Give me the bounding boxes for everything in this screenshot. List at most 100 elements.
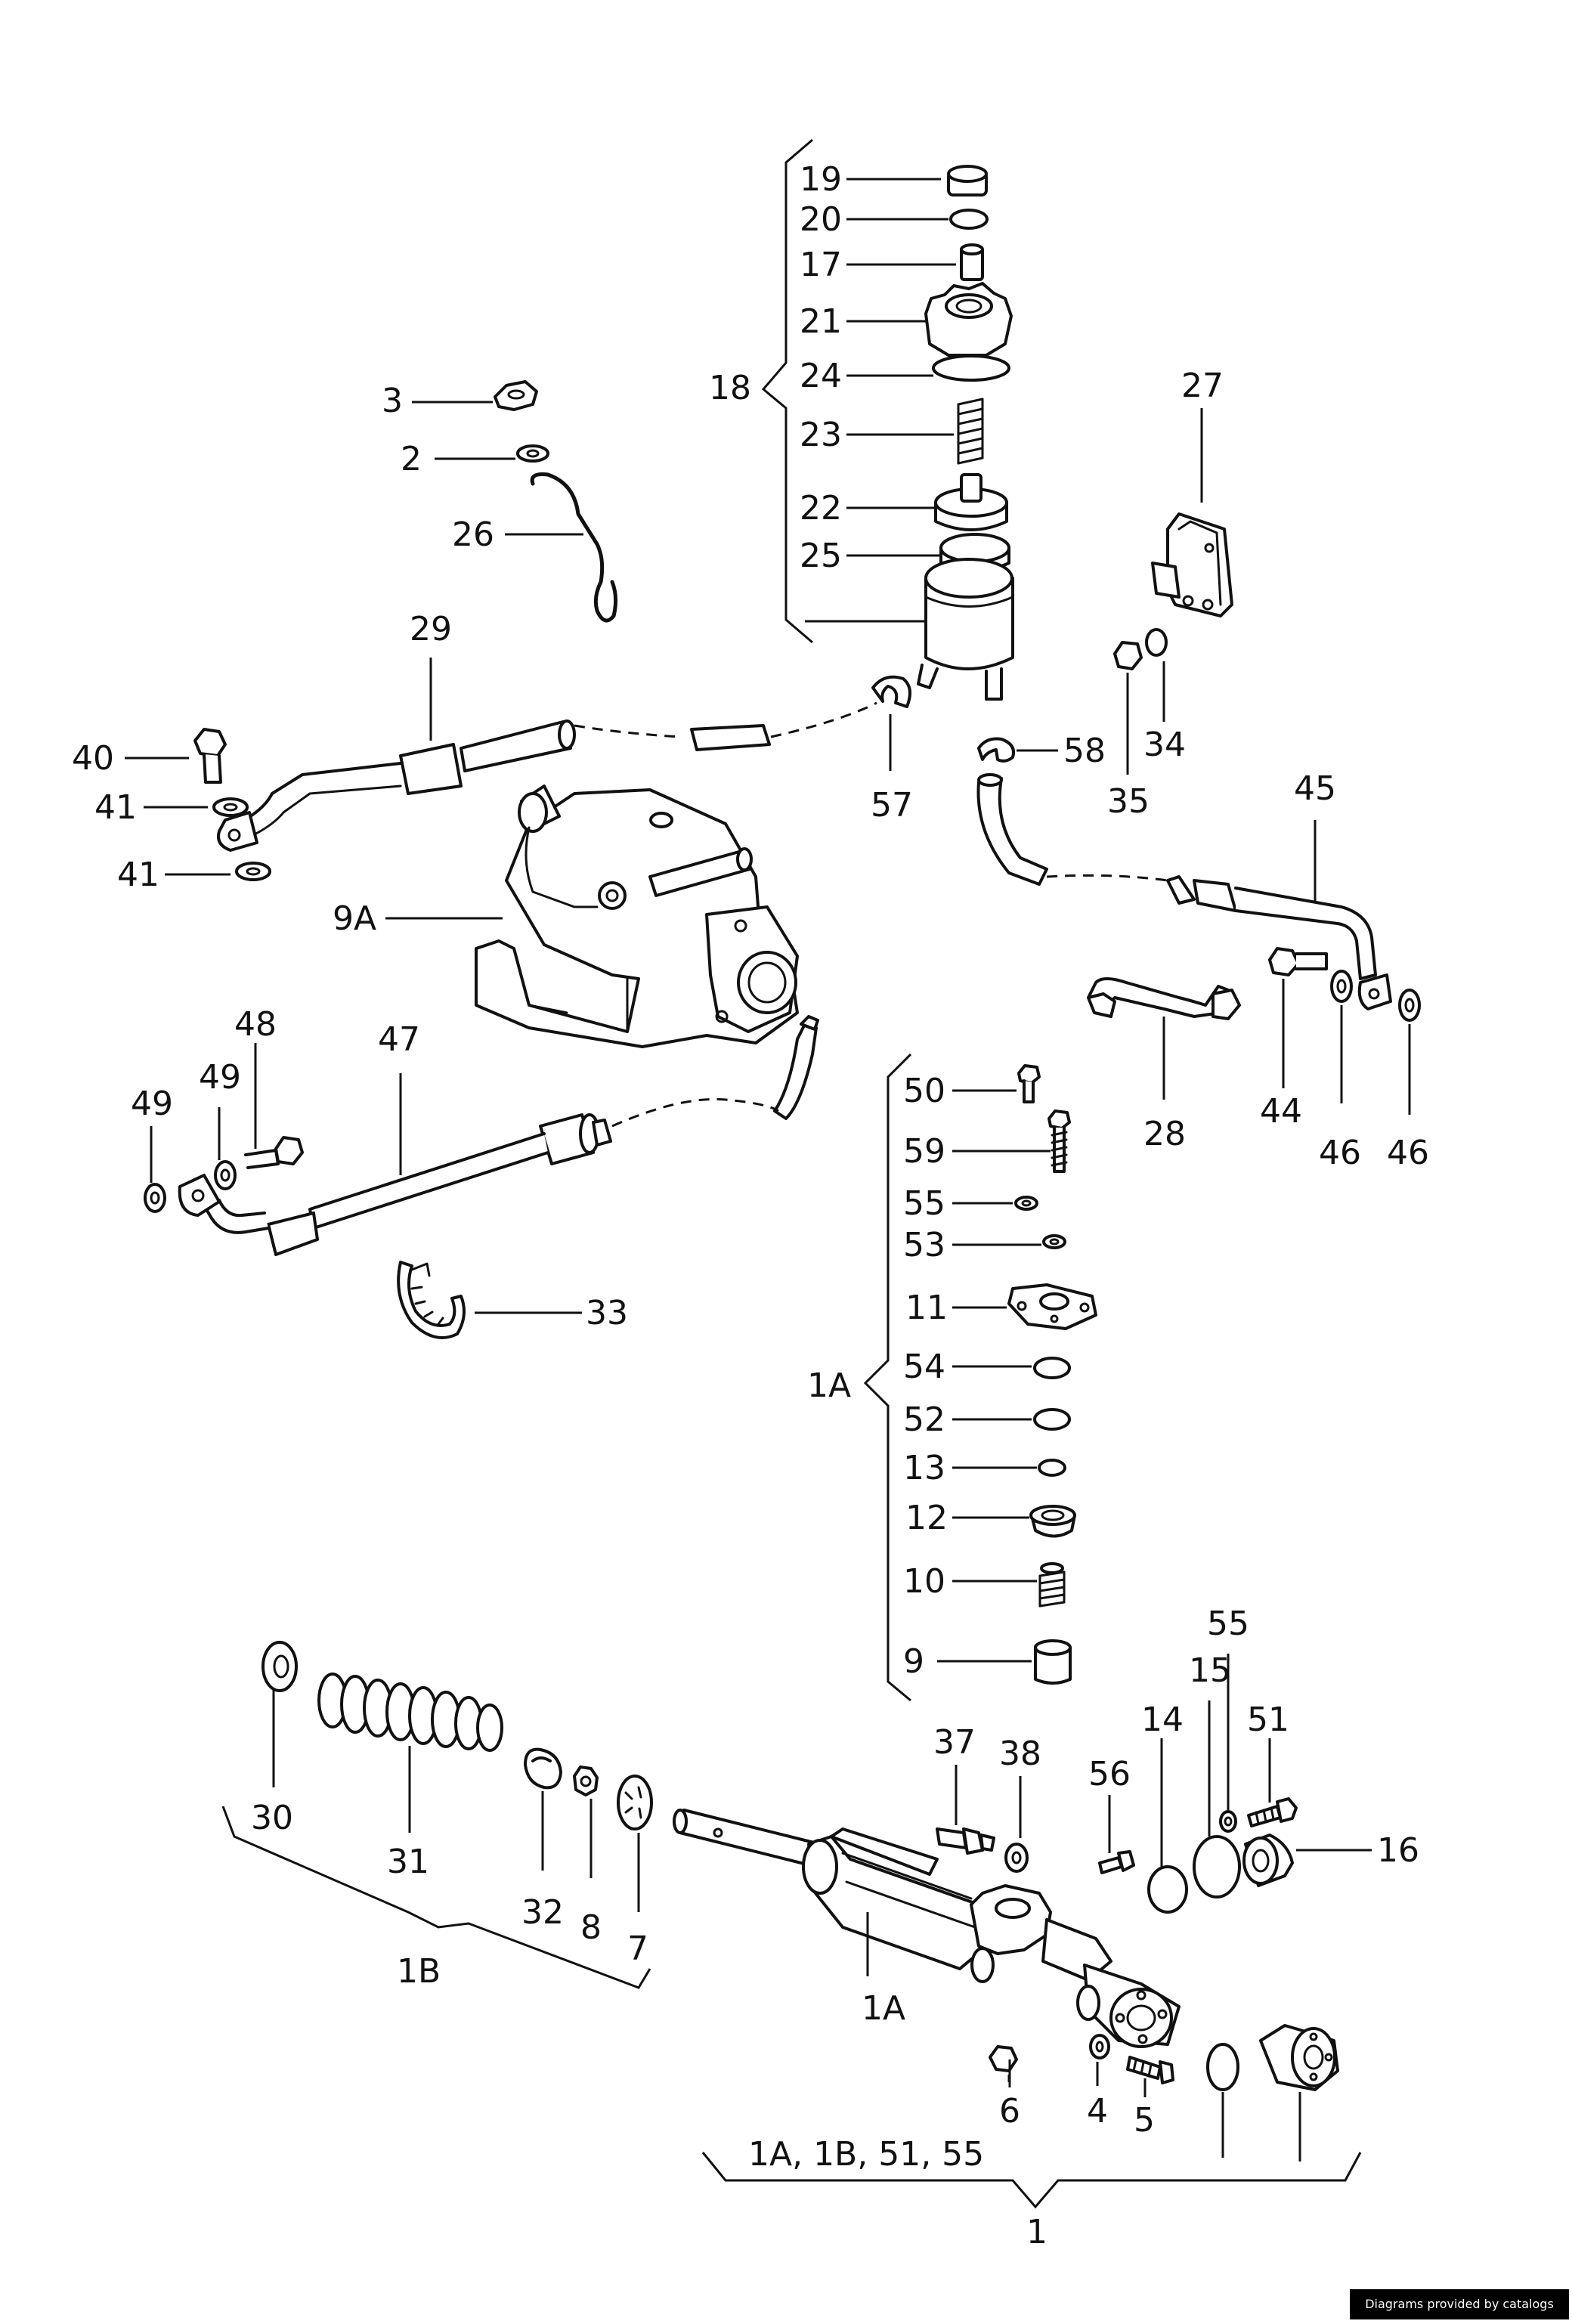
label-50: 50 xyxy=(903,1072,945,1110)
screw-part-56 xyxy=(1098,1850,1135,1874)
label-46b: 46 xyxy=(1387,1134,1429,1172)
label-30: 30 xyxy=(251,1799,293,1837)
hose-sleeve xyxy=(690,724,771,751)
suction-hose xyxy=(976,777,1048,886)
washer-hole-49a xyxy=(150,1191,160,1205)
washer-part-49a xyxy=(144,1183,166,1213)
steering-rack-1A xyxy=(673,1809,1181,2048)
label-38: 38 xyxy=(999,1734,1041,1773)
suction-hose-end xyxy=(977,773,1003,787)
boot-ring-part-30 xyxy=(261,1641,298,1692)
credit-badge: Diagrams provided by catalogs parts xyxy=(1350,2289,1569,2319)
label-17: 17 xyxy=(800,246,842,284)
nut-part-21 xyxy=(924,282,1013,357)
washer-hole-49b xyxy=(220,1168,231,1182)
return-line-part-29 xyxy=(217,719,576,852)
oring-part-13 xyxy=(1038,1459,1066,1477)
label-3: 3 xyxy=(382,382,403,420)
label-41b: 41 xyxy=(117,856,159,894)
bolt-part-48 xyxy=(244,1136,304,1169)
clip-part-26 xyxy=(530,472,618,623)
label-1A-bottom: 1A xyxy=(862,1989,905,2028)
label-13: 13 xyxy=(903,1449,945,1487)
label-55a: 55 xyxy=(903,1184,945,1223)
washer-part-41a xyxy=(212,797,249,817)
brace-1 xyxy=(701,2152,1362,2209)
label-54: 54 xyxy=(903,1348,945,1386)
label-45: 45 xyxy=(1294,769,1336,808)
label-20: 20 xyxy=(800,200,842,239)
bushing-part-16 xyxy=(1242,1834,1294,1887)
band-clamp-part-33 xyxy=(397,1261,466,1339)
label-10: 10 xyxy=(903,1562,945,1601)
filter-part-22 xyxy=(934,473,1008,531)
label-31: 31 xyxy=(387,1843,429,1881)
label-9A: 9A xyxy=(333,899,376,938)
bolt-part-51 xyxy=(1247,1797,1298,1827)
label-12: 12 xyxy=(905,1499,948,1537)
thrust-piece-part-9 xyxy=(1034,1639,1072,1685)
label-24: 24 xyxy=(800,357,842,395)
hose-dash-57 xyxy=(770,701,877,738)
clamp-part-32 xyxy=(524,1747,562,1790)
label-35: 35 xyxy=(1107,782,1150,821)
bellows-part-31 xyxy=(317,1673,503,1752)
screw-part-59 xyxy=(1047,1109,1071,1173)
washer-hole-46b xyxy=(1404,998,1415,1013)
seal-part-24 xyxy=(932,354,1010,382)
label-32: 32 xyxy=(521,1893,564,1932)
label-48: 48 xyxy=(234,1005,277,1044)
spring-part-10 xyxy=(1038,1562,1066,1608)
label-49b: 49 xyxy=(199,1058,241,1097)
label-46a: 46 xyxy=(1319,1134,1361,1172)
label-59: 59 xyxy=(903,1132,945,1171)
nut-part-3 xyxy=(494,380,538,411)
washer-hole-41a xyxy=(223,803,238,812)
label-27: 27 xyxy=(1181,367,1224,405)
nut-part-35 xyxy=(1113,641,1143,670)
bolt-part-44 xyxy=(1268,947,1328,976)
label-1B: 1B xyxy=(397,1952,441,1991)
disc-part-15 xyxy=(1193,1835,1241,1899)
label-22: 22 xyxy=(800,489,842,528)
sleeve-part-17 xyxy=(960,243,984,281)
label-19: 19 xyxy=(800,160,842,199)
washer-part-46b xyxy=(1398,989,1421,1022)
label-47: 47 xyxy=(378,1020,420,1059)
label-40: 40 xyxy=(72,739,114,778)
label-33: 33 xyxy=(586,1294,628,1332)
label-1A-top: 1A xyxy=(807,1366,851,1405)
label-53: 53 xyxy=(903,1226,945,1264)
label-1-group: 1A, 1B, 51, 55 xyxy=(748,2135,984,2174)
label-49a: 49 xyxy=(131,1085,173,1123)
label-26: 26 xyxy=(452,515,494,554)
washer-part-53 xyxy=(1042,1234,1066,1249)
label-21: 21 xyxy=(800,302,842,341)
nut-part-6 xyxy=(989,2045,1018,2072)
label-56: 56 xyxy=(1088,1755,1131,1793)
label-25: 25 xyxy=(800,537,842,575)
label-57: 57 xyxy=(871,786,913,825)
oring-part-54 xyxy=(1033,1357,1071,1379)
washer-part-41b xyxy=(235,862,271,881)
washer-part-55a xyxy=(1014,1196,1038,1211)
washer-part-4 xyxy=(1089,2034,1110,2059)
washer-part-55b xyxy=(1219,1810,1237,1833)
label-7: 7 xyxy=(627,1929,648,1968)
reservoir-body xyxy=(917,558,1014,701)
fitting-part-37 xyxy=(936,1827,995,1855)
washer-part-49b xyxy=(214,1160,237,1190)
label-4: 4 xyxy=(1087,2092,1108,2131)
label-6: 6 xyxy=(999,2092,1020,2131)
washer-part-46a xyxy=(1330,970,1353,1003)
label-44: 44 xyxy=(1260,1092,1302,1131)
label-8: 8 xyxy=(580,1908,602,1947)
hose-dash-47 xyxy=(611,1097,779,1128)
label-55b: 55 xyxy=(1207,1605,1249,1643)
washer-part-20 xyxy=(949,209,989,230)
disc-part-14 xyxy=(1147,1865,1188,1914)
label-34: 34 xyxy=(1143,726,1186,764)
bushing-rack-end xyxy=(1259,2024,1339,2091)
